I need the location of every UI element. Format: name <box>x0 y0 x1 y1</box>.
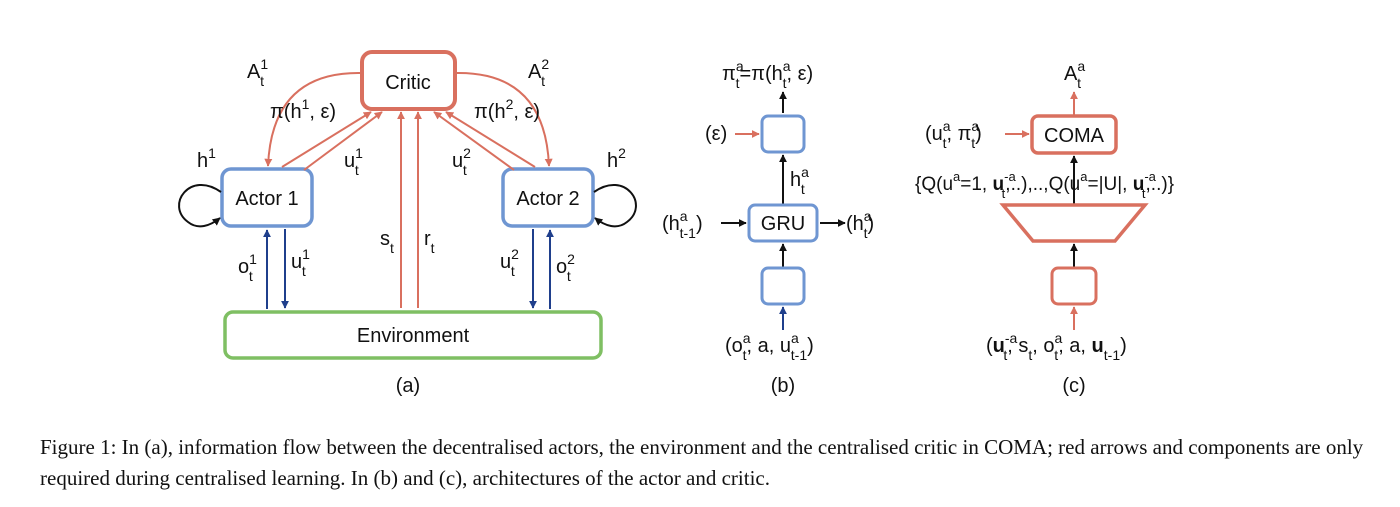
action-arrow-1 <box>303 111 383 171</box>
environment-box <box>223 310 603 360</box>
state-label: st <box>380 228 394 256</box>
actor-input-layer <box>760 266 806 306</box>
panel-a-caption: (a) <box>396 375 420 397</box>
panel-c-caption: (c) <box>1062 375 1085 397</box>
epsilon-label: (ε) <box>705 123 727 145</box>
advantage-arrow-1 <box>264 71 361 167</box>
critic-input-layer <box>1050 266 1098 306</box>
critic-label: Critic <box>385 72 431 94</box>
critic-network-trapezoid <box>999 203 1149 243</box>
figure-caption: Figure 1: In (a), information flow betwe… <box>40 435 1364 490</box>
coma-box <box>1030 114 1118 155</box>
policy-arrow-2 <box>445 111 536 168</box>
actor1-box <box>220 167 314 228</box>
environment-label: Environment <box>357 325 470 347</box>
recurrent-loop-2 <box>593 184 637 228</box>
policy-1-label: π(h1, ε) <box>270 96 336 123</box>
hidden-2-label: h2 <box>607 145 626 172</box>
reward-label: rt <box>424 228 435 256</box>
actor2-label: Actor 2 <box>516 188 579 210</box>
coma-label: COMA <box>1044 125 1105 147</box>
hidden-1-label: h1 <box>197 145 216 172</box>
recurrent-loop-1 <box>178 184 222 228</box>
action-arrow-2 <box>433 111 515 171</box>
actor2-box <box>501 167 595 228</box>
panel-b-caption: (b) <box>771 375 795 397</box>
policy-arrow-1 <box>281 111 372 168</box>
policy-2-label: π(h2, ε) <box>474 96 540 123</box>
advantage-arrow-2 <box>456 71 553 167</box>
actor1-label: Actor 1 <box>235 188 298 210</box>
gru-box <box>747 203 819 243</box>
critic-box <box>360 50 457 111</box>
actor-output-layer <box>760 114 806 154</box>
gru-label: GRU <box>761 213 805 235</box>
